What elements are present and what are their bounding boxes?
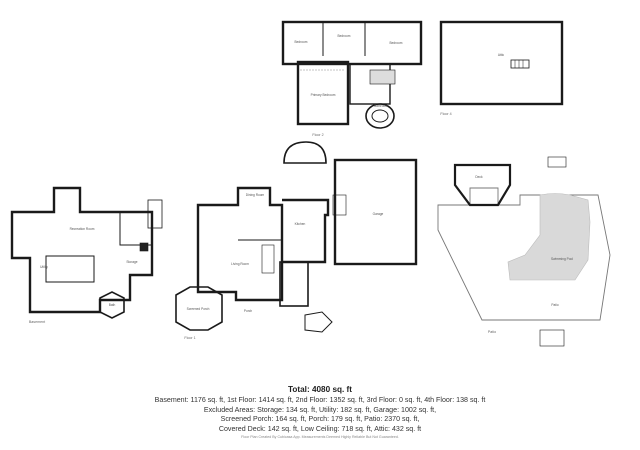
patio-plan-label: Patio [488,330,496,334]
first-floor-label: Floor 1 [184,336,195,340]
room-label-living-room: Living Room [231,262,249,266]
room-label-dining-room: Dining Room [246,193,265,197]
room-label-garage: Garage [373,212,384,216]
room-label-swimming-pool: Swimming Pool [551,257,573,261]
excluded-areas-cont-2: Covered Deck: 142 sq. ft, Low Ceiling: 7… [218,424,422,433]
excluded-areas: Excluded Areas: Storage: 134 sq. ft, Uti… [203,405,437,414]
room-label-bedroom-2: Bedroom [338,34,351,38]
room-label-porch: Porch [244,309,253,313]
fourth-floor-label: Floor 4 [440,112,451,116]
second-floor-plan [281,20,423,129]
room-label-bedroom-1: Bedroom [295,40,308,44]
room-label-bathroom: Bathroom [374,104,388,108]
basement-label: Basement [29,320,45,324]
room-label-utility: Utility [40,265,48,269]
room-label-primary-bedroom: Primary Bedroom [311,93,336,97]
floor-areas: Basement: 1176 sq. ft, 1st Floor: 1414 s… [154,396,486,404]
room-label-screened-porch: Screened Porch [187,307,210,311]
garage-plan [332,158,418,266]
basement-plan [10,186,163,319]
room-label-patio: Patio [551,303,558,307]
total-area: Total: 4080 sq. ft [288,385,352,394]
first-floor-plan [175,141,333,333]
room-label-bath: Bath [109,303,116,307]
fourth-floor-plan [439,20,564,106]
second-floor-label: Floor 2 [312,133,323,137]
room-label-kitchen: Kitchen [295,222,306,226]
room-label-attic: Attic [498,53,505,57]
room-label-bedroom-3: Bedroom [390,41,403,45]
third-floor-plan [437,156,611,347]
room-label-storage: Storage [126,260,137,264]
room-label-deck: Deck [475,175,483,179]
floor-plan-drawings: Bedroom Bedroom Bedroom Primary Bedroom … [10,20,611,347]
room-label-recreation-room: Recreation Room [70,227,95,231]
disclaimer: Floor Plan Created By Cubicasa App. Meas… [241,435,399,439]
excluded-areas-cont-1: Screened Porch: 164 sq. ft, Porch: 179 s… [220,415,420,423]
